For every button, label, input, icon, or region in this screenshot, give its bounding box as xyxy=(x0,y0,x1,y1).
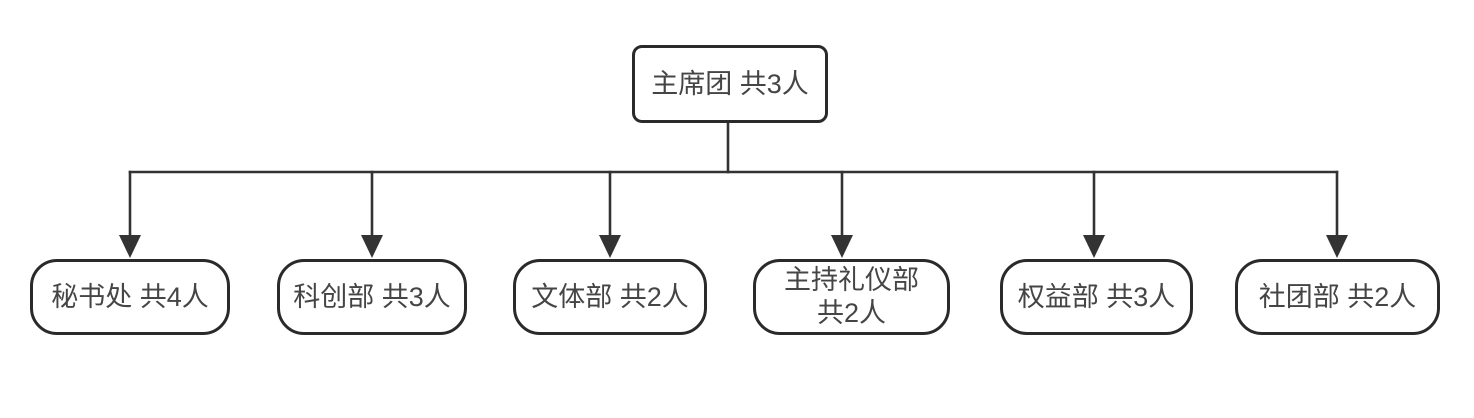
node-child-2[interactable]: 科创部 共3人 xyxy=(277,259,467,335)
node-label: 科创部 共3人 xyxy=(293,281,451,312)
node-child-1[interactable]: 秘书处 共4人 xyxy=(30,259,230,335)
node-label: 主持礼仪部 共2人 xyxy=(784,265,919,328)
node-label: 权益部 共3人 xyxy=(1017,281,1176,312)
node-child-6[interactable]: 社团部 共2人 xyxy=(1235,259,1440,335)
node-child-5[interactable]: 权益部 共3人 xyxy=(1000,259,1193,335)
arrowhead-icon xyxy=(1326,235,1348,258)
arrowhead-icon xyxy=(361,235,383,258)
arrowhead-icon xyxy=(119,235,141,258)
node-root[interactable]: 主席团 共3人 xyxy=(632,45,828,123)
arrowhead-icon xyxy=(1083,235,1105,258)
node-label: 主席团 共3人 xyxy=(651,68,809,99)
node-child-4[interactable]: 主持礼仪部 共2人 xyxy=(753,259,950,335)
node-label: 社团部 共2人 xyxy=(1258,281,1417,312)
arrowhead-icon xyxy=(831,235,853,258)
node-label: 秘书处 共4人 xyxy=(51,281,209,312)
arrowhead-icon xyxy=(599,235,621,258)
node-label: 文体部 共2人 xyxy=(531,281,689,312)
node-child-3[interactable]: 文体部 共2人 xyxy=(513,259,707,335)
